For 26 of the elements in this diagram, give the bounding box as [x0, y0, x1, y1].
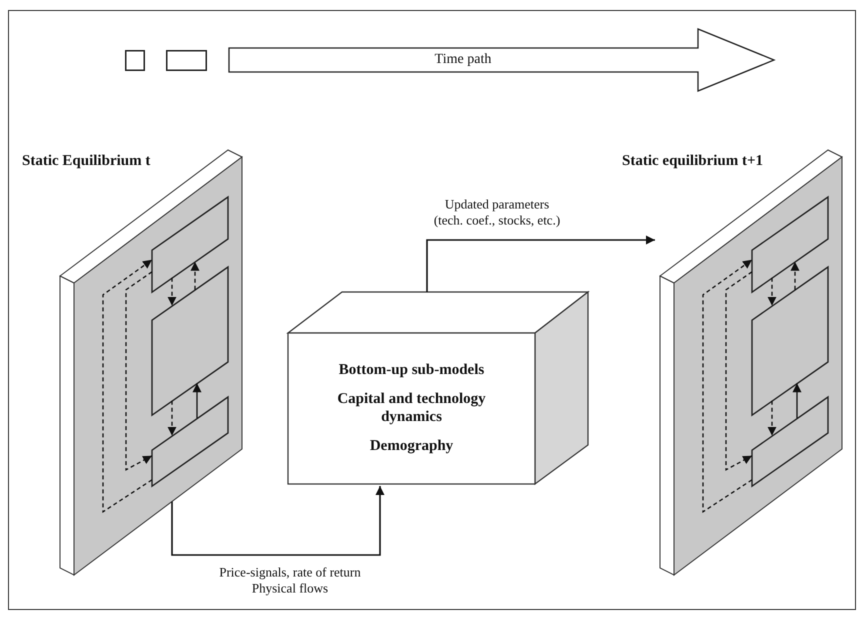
module-block: [752, 396, 828, 486]
arrow: [168, 400, 176, 436]
arrow: [702, 259, 752, 513]
panel-heading: Static Equilibrium t: [22, 153, 150, 170]
arrow: [168, 278, 176, 306]
arrow: [125, 271, 152, 471]
module-block: [152, 266, 228, 415]
module-block: [152, 196, 228, 292]
module-block: [752, 196, 828, 292]
small-box: [166, 50, 207, 71]
arrow: [102, 259, 152, 513]
arrow: [171, 486, 384, 556]
module-block: [752, 266, 828, 415]
panel-heading: Static equilibrium t+1: [622, 153, 764, 170]
block-arrow: [228, 28, 776, 92]
arrow: [725, 271, 752, 471]
arrow-label: Time path: [434, 51, 492, 69]
arrow: [426, 236, 655, 292]
arrow: [768, 278, 776, 306]
arrow: [792, 383, 802, 418]
arrow: [192, 383, 202, 418]
module-block: [152, 396, 228, 486]
arrow: [768, 400, 776, 436]
arrow: [190, 262, 200, 290]
arrow: [790, 262, 800, 290]
small-box: [125, 50, 145, 71]
